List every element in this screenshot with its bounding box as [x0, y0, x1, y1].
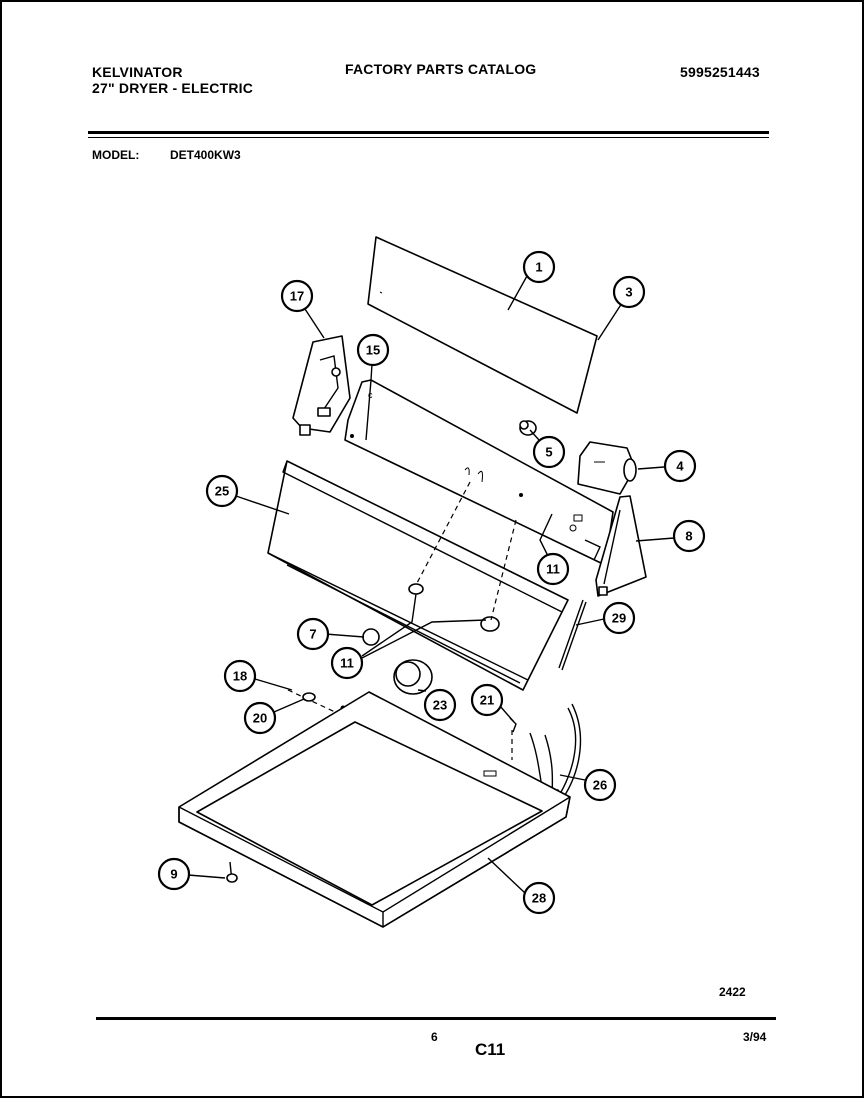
svg-text:7: 7 [309, 627, 316, 642]
footer-rule [96, 1017, 776, 1020]
knob-part [519, 420, 537, 436]
button-part [362, 628, 380, 646]
callout-28: 28 [522, 881, 556, 915]
callout-3: 3 [612, 275, 646, 309]
control-panel-part [267, 460, 569, 691]
svg-text:18: 18 [233, 669, 247, 684]
leader-lines [187, 275, 675, 894]
timer-part [577, 441, 637, 495]
svg-text:26: 26 [593, 778, 607, 793]
issue-date: 3/94 [743, 1030, 767, 1044]
header-rule-top [88, 131, 769, 134]
brand-name: KELVINATOR [92, 64, 183, 80]
svg-text:23: 23 [433, 698, 447, 713]
svg-text:21: 21 [480, 693, 494, 708]
product-name: 27" DRYER - ELECTRIC [92, 80, 254, 96]
top-panel-part [178, 691, 571, 928]
callout-17: 17 [280, 279, 314, 313]
header-rule-bottom [88, 137, 769, 138]
right-end-cap-part [595, 495, 647, 597]
svg-text:25: 25 [215, 484, 229, 499]
page-number: 6 [431, 1030, 438, 1044]
callout-21: 21 [470, 683, 504, 717]
svg-text:11: 11 [546, 562, 560, 577]
callout-11-upper: 11 [536, 552, 570, 586]
svg-text:15: 15 [366, 343, 380, 358]
section-code: C11 [475, 1040, 506, 1059]
catalog-number: 5995251443 [680, 64, 760, 80]
svg-text:4: 4 [676, 459, 684, 474]
svg-text:17: 17 [290, 289, 304, 304]
callout-4: 4 [663, 449, 697, 483]
svg-text:11: 11 [340, 656, 354, 671]
callout-23: 23 [423, 688, 457, 722]
svg-text:3: 3 [625, 285, 632, 300]
svg-text:28: 28 [532, 891, 546, 906]
svg-text:8: 8 [685, 529, 692, 544]
callout-15: 15 [356, 333, 390, 367]
svg-text:20: 20 [253, 711, 267, 726]
front-screw-part [226, 861, 238, 883]
callout-1: 1 [522, 250, 556, 284]
rear-panel-part [367, 236, 598, 414]
catalog-title: FACTORY PARTS CATALOG [345, 61, 537, 77]
callout-25: 25 [205, 474, 239, 508]
callout-29: 29 [602, 601, 636, 635]
callout-26: 26 [583, 768, 617, 802]
callout-5: 5 [532, 435, 566, 469]
model-number: DET400KW3 [170, 148, 241, 162]
svg-text:9: 9 [170, 867, 177, 882]
screw-part [558, 599, 587, 671]
svg-text:5: 5 [545, 445, 552, 460]
callout-8: 8 [672, 519, 706, 553]
left-end-bracket-part [292, 335, 351, 436]
drawing-number: 2422 [719, 985, 746, 999]
callout-11-lower: 11 [330, 646, 364, 680]
callout-18: 18 [223, 659, 257, 693]
svg-text:c: c [368, 390, 373, 400]
callout-9: 9 [157, 857, 191, 891]
callout-7: 7 [296, 617, 330, 651]
callout-20: 20 [243, 701, 277, 735]
svg-text:29: 29 [612, 611, 626, 626]
bezel-part [393, 659, 433, 695]
svg-text:1: 1 [535, 260, 542, 275]
model-label: MODEL: [92, 148, 140, 162]
